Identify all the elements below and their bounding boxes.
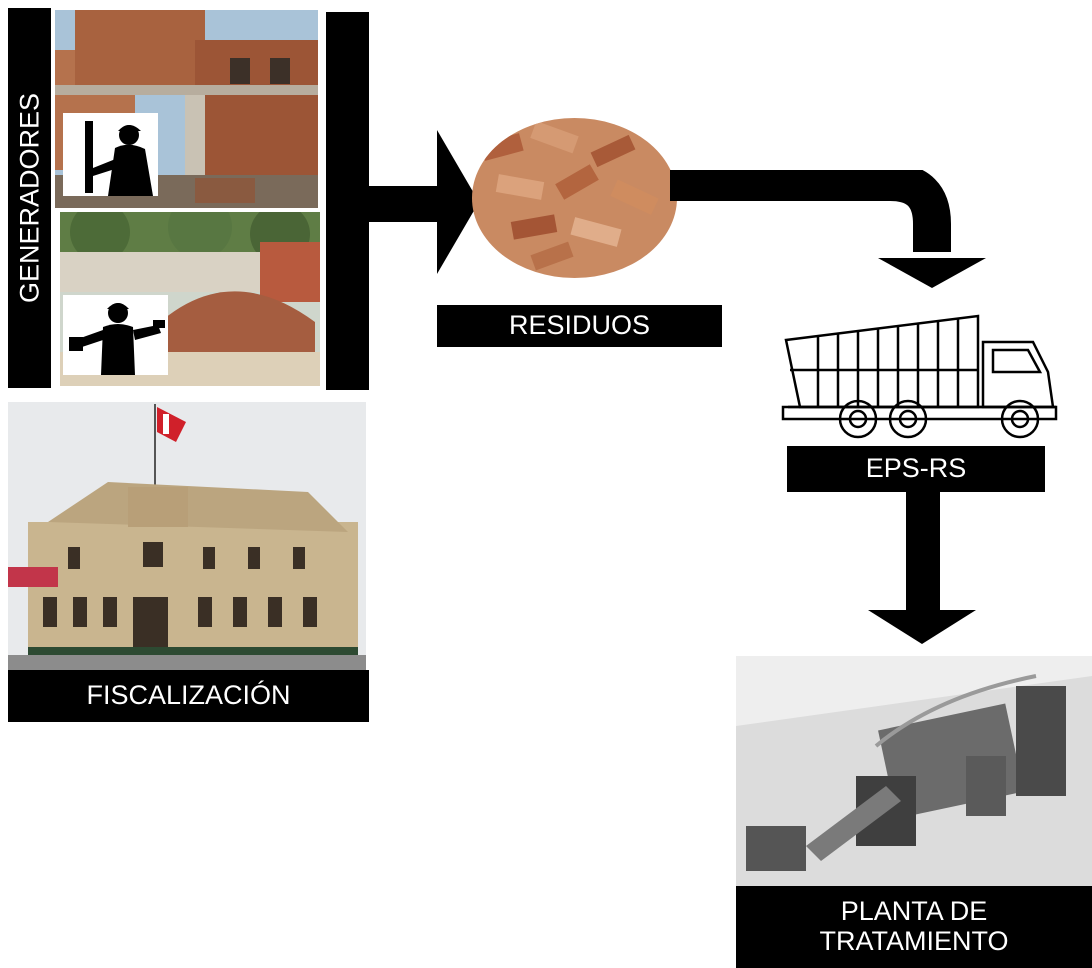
arrow-to-residuos <box>369 128 479 276</box>
fiscalizacion-label: FISCALIZACIÓN <box>8 670 369 722</box>
street-rubble-photo <box>60 212 320 386</box>
residuos-label: RESIDUOS <box>437 305 722 347</box>
eps-rs-label: EPS-RS <box>787 446 1045 492</box>
arrow-to-plant <box>868 492 976 644</box>
planta-label-line1: PLANTA DE <box>840 896 988 927</box>
residuos-bricks-image <box>472 118 677 278</box>
worker-hammer-silhouette-icon <box>63 295 168 375</box>
generators-label: GENERADORES <box>14 92 44 304</box>
truck-icon <box>778 312 1063 442</box>
generators-label-bar: GENERADORES <box>8 8 51 388</box>
planta-label-line2: TRATAMIENTO <box>819 926 1009 956</box>
generators-right-bar <box>326 12 369 390</box>
treatment-plant-image <box>736 656 1092 886</box>
arrow-to-truck <box>670 163 990 290</box>
planta-tratamiento-label: PLANTA DE TRATAMIENTO <box>736 886 1092 968</box>
municipal-building-photo <box>8 402 366 670</box>
worker-silhouette-icon <box>63 113 158 196</box>
